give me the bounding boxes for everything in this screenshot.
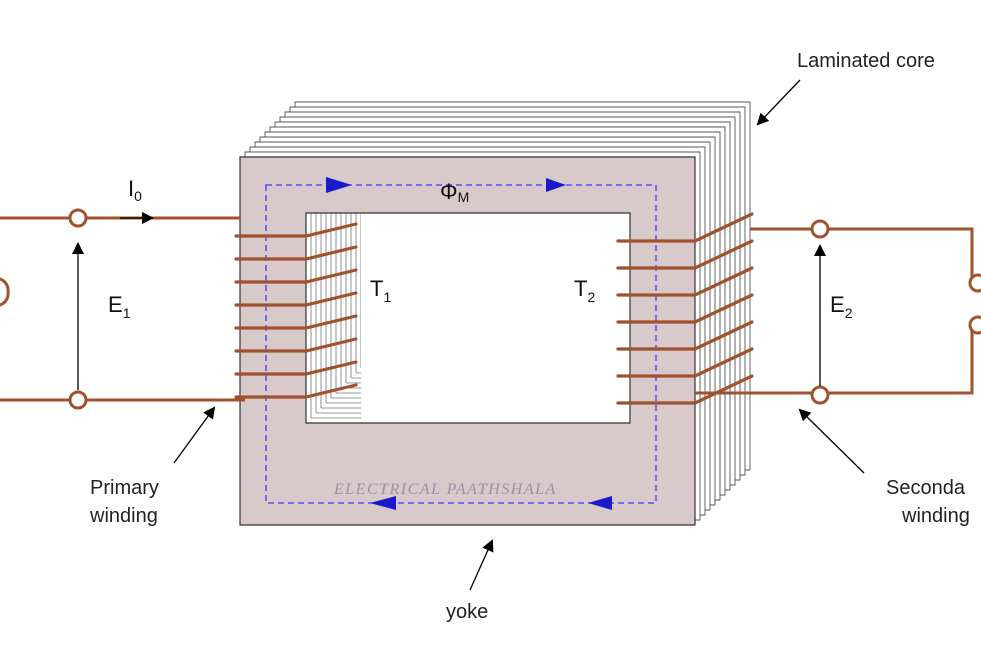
- watermark: ELECTRICAL PAATHSHALA: [333, 481, 557, 498]
- secondary-coil-turn: [616, 347, 754, 378]
- primary-coil-turn: [234, 291, 358, 307]
- load-top-terminal: [968, 273, 981, 293]
- secondary-coil-turn: [616, 266, 754, 297]
- secondary-top-terminal: [810, 219, 830, 239]
- primary-coil-turn: [234, 360, 358, 376]
- secondary-coil-turn: [616, 239, 754, 270]
- primary-coil-turn: [234, 222, 358, 238]
- primary-top-terminal: [68, 208, 88, 228]
- laminated-core-pointer: [756, 79, 801, 126]
- secondary-label-line2: winding: [901, 505, 970, 527]
- secondary-coil-turn: [616, 212, 754, 243]
- primary-label-line1: Primary: [90, 477, 159, 499]
- current-symbol: I0: [128, 176, 142, 204]
- secondary-coil-turn: [616, 293, 754, 324]
- secondary-bottom-terminal: [810, 385, 830, 405]
- primary-coil-turn: [234, 314, 358, 330]
- primary-coil-turn: [234, 268, 358, 284]
- flux-arrow-bottom-right: [588, 496, 612, 510]
- emf1-symbol: E1: [108, 292, 131, 321]
- secondary-label-line1: Seconda: [886, 477, 966, 499]
- turns2-symbol: T2: [574, 276, 595, 305]
- terminals: [68, 208, 981, 410]
- circuit-wires: [0, 216, 974, 402]
- emf2-symbol: E2: [830, 292, 853, 321]
- flux-arrow-top-right: [546, 178, 566, 192]
- flux-arrow-bottom-left: [370, 496, 396, 510]
- flux-symbol: ΦM: [440, 179, 469, 205]
- primary-winding-pointer: [173, 406, 216, 464]
- primary-coil-turn: [234, 245, 358, 261]
- laminated-core-label: Laminated core: [797, 50, 935, 72]
- secondary-winding-pointer: [798, 408, 865, 474]
- flux-path: [265, 177, 657, 510]
- turns1-symbol: T1: [370, 276, 391, 305]
- callout-arrows: [173, 79, 865, 591]
- secondary-top-wire: [750, 227, 974, 283]
- primary-coil: [234, 222, 358, 399]
- secondary-coil-turn: [616, 320, 754, 351]
- primary-bottom-terminal: [68, 390, 88, 410]
- secondary-coil-turn: [616, 374, 754, 405]
- laminated-core-stack: [244, 101, 751, 521]
- source-stub: [0, 277, 10, 307]
- core-front-face: [239, 156, 696, 526]
- secondary-coil: [616, 212, 754, 405]
- primary-coil-turn: [234, 337, 358, 353]
- load-bottom-terminal: [968, 315, 981, 335]
- primary-coil-turn: [234, 383, 358, 399]
- yoke-pointer: [469, 539, 494, 591]
- flux-arrow-top-left: [326, 177, 352, 193]
- core-window: [361, 158, 630, 423]
- secondary-bottom-wire: [695, 325, 974, 395]
- voltage-arrows: [72, 212, 826, 390]
- primary-label-line2: winding: [89, 505, 158, 527]
- yoke-label: yoke: [446, 601, 488, 623]
